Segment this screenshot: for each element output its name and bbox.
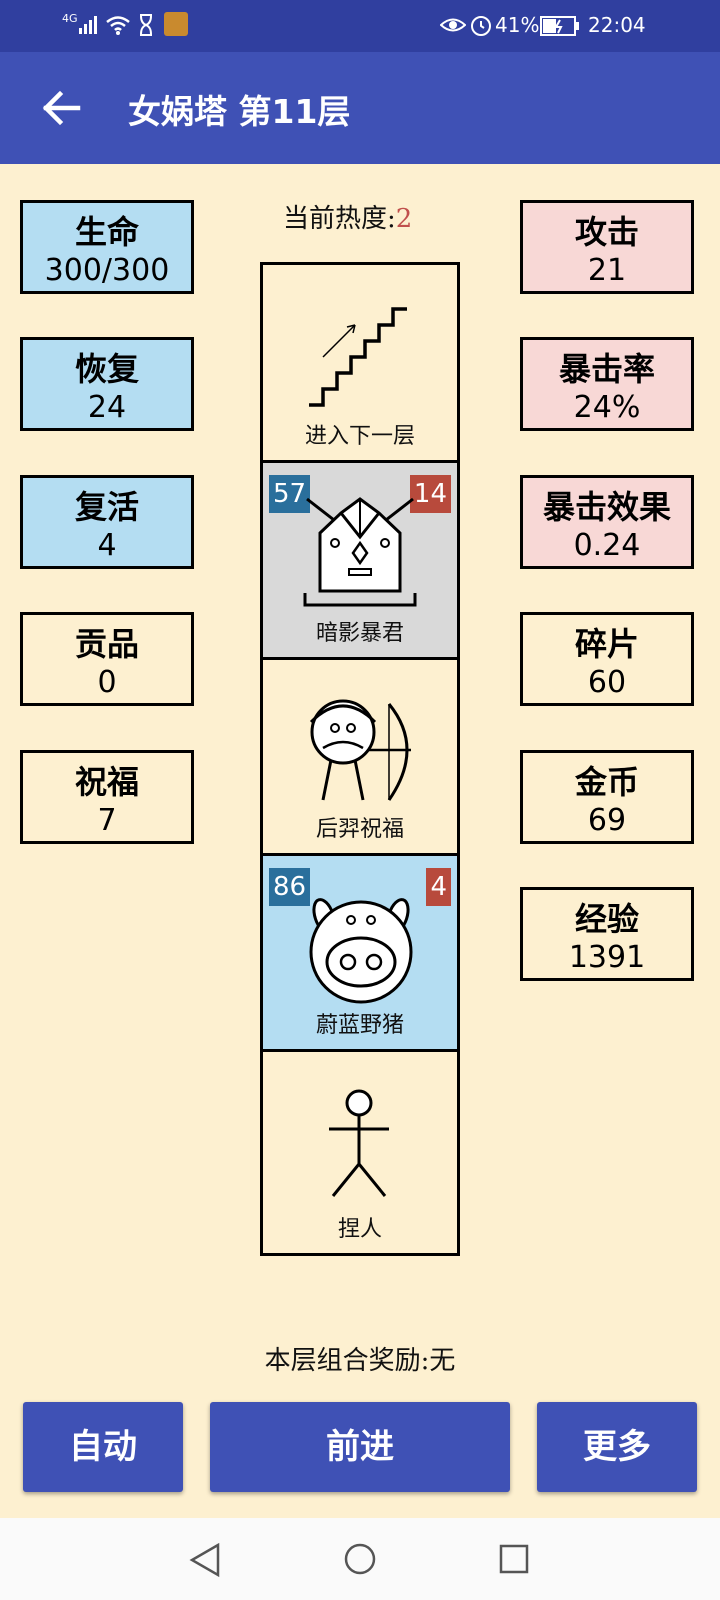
tower-column: 进入下一层 57 14 暗影暴君 (260, 262, 460, 1256)
stat-crit-rate: 暴击率 24% (520, 337, 694, 431)
stat-shards: 碎片 60 (520, 612, 694, 706)
recents-square-icon[interactable] (498, 1543, 530, 1575)
stat-gold: 金币 69 (520, 750, 694, 844)
tower-cell-name: 捏人 (337, 1217, 382, 1242)
stat-hp: 生命 300/300 (20, 200, 194, 294)
boar-icon (309, 898, 413, 1004)
tower-cell-next-floor[interactable]: 进入下一层 (263, 265, 457, 460)
stat-value: 60 (587, 665, 627, 700)
stat-regen: 恢复 24 (20, 337, 194, 431)
wifi-icon (106, 16, 130, 35)
stat-label: 暴击效果 (542, 488, 671, 526)
stat-value: 0 (97, 665, 117, 700)
stat-revive: 复活 4 (20, 475, 194, 569)
stat-label: 复活 (74, 488, 139, 526)
tower-cell-stick-figure[interactable]: 捏人 (263, 1052, 457, 1253)
tower-cell-name: 暗影暴君 (315, 621, 404, 646)
floor-combo-reward: 本层组合奖励:无 (264, 1346, 456, 1376)
status-bar: 4G 41% 22:04 (0, 0, 720, 52)
tower-divider (263, 853, 457, 856)
back-triangle-icon[interactable] (188, 1542, 222, 1578)
stat-crit-effect: 暴击效果 0.24 (520, 475, 694, 569)
stat-label: 祝福 (74, 763, 139, 801)
back-arrow-icon[interactable] (40, 86, 84, 130)
clock-time: 22:04 (588, 13, 646, 37)
stat-label: 贡品 (74, 625, 139, 663)
battery-icon (540, 16, 579, 36)
archer-icon (309, 699, 411, 801)
stat-value: 24 (87, 390, 127, 425)
tyrant-icon (303, 497, 417, 607)
tower-divider (263, 460, 457, 463)
stat-label: 经验 (574, 900, 639, 938)
stairs-icon (309, 307, 407, 407)
tower-cell-enemy-tyrant[interactable]: 57 14 暗影暴君 (263, 463, 457, 657)
stick-figure-icon (329, 1089, 389, 1197)
auto-button[interactable]: 自动 (23, 1402, 183, 1492)
stat-label: 生命 (74, 213, 139, 251)
stat-value: 4 (97, 528, 117, 563)
battery-percent: 41% (495, 13, 540, 37)
heat-label: 当前热度: (283, 204, 396, 234)
page-title: 女娲塔 第11层 (128, 92, 351, 131)
hourglass-icon (140, 14, 152, 36)
tower-cell-enemy-boar[interactable]: 86 4 蔚蓝野猪 (263, 856, 457, 1049)
tower-divider (263, 1049, 457, 1052)
signal-icon (79, 16, 97, 34)
home-circle-icon[interactable] (343, 1542, 377, 1576)
heat-indicator: 当前热度:2 (283, 198, 412, 235)
eye-icon (440, 18, 466, 32)
stat-tribute: 贡品 0 (20, 612, 194, 706)
stat-attack: 攻击 21 (520, 200, 694, 294)
app-notification-icon (164, 12, 188, 36)
stat-value: 24% (573, 390, 641, 425)
stat-exp: 经验 1391 (520, 887, 694, 981)
tower-cell-archer-blessing[interactable]: 后羿祝福 (263, 660, 457, 853)
enemy-attack-badge: 14 (409, 475, 451, 513)
stat-label: 暴击率 (558, 350, 655, 388)
stat-value: 0.24 (573, 528, 641, 563)
enemy-hp-badge: 57 (269, 475, 311, 513)
stat-value: 300/300 (44, 253, 170, 288)
stat-value: 1391 (568, 940, 646, 975)
stat-value: 7 (97, 803, 117, 838)
game-board: 当前热度:2 生命 300/300 恢复 24 复活 4 贡品 0 祝福 7 攻… (0, 164, 720, 1518)
system-nav-bar (0, 1518, 720, 1600)
more-button[interactable]: 更多 (537, 1402, 697, 1492)
tower-cell-name: 蔚蓝野猪 (315, 1013, 404, 1038)
stat-label: 碎片 (574, 625, 639, 663)
heat-value: 2 (395, 204, 413, 234)
stat-value: 21 (587, 253, 627, 288)
enemy-hp-badge: 86 (269, 868, 311, 906)
tower-cell-name: 后羿祝福 (315, 817, 404, 842)
stat-label: 恢复 (74, 350, 139, 388)
stat-value: 69 (587, 803, 627, 838)
stat-blessing: 祝福 7 (20, 750, 194, 844)
alarm-icon (471, 16, 491, 36)
tower-divider (263, 657, 457, 660)
signal-label: 4G (62, 12, 78, 25)
app-bar: 女娲塔 第11层 (0, 52, 720, 164)
stat-label: 攻击 (574, 213, 639, 251)
stat-label: 金币 (574, 763, 639, 801)
forward-button[interactable]: 前进 (210, 1402, 510, 1492)
tower-cell-name: 进入下一层 (304, 424, 415, 449)
enemy-attack-badge: 4 (426, 868, 451, 906)
